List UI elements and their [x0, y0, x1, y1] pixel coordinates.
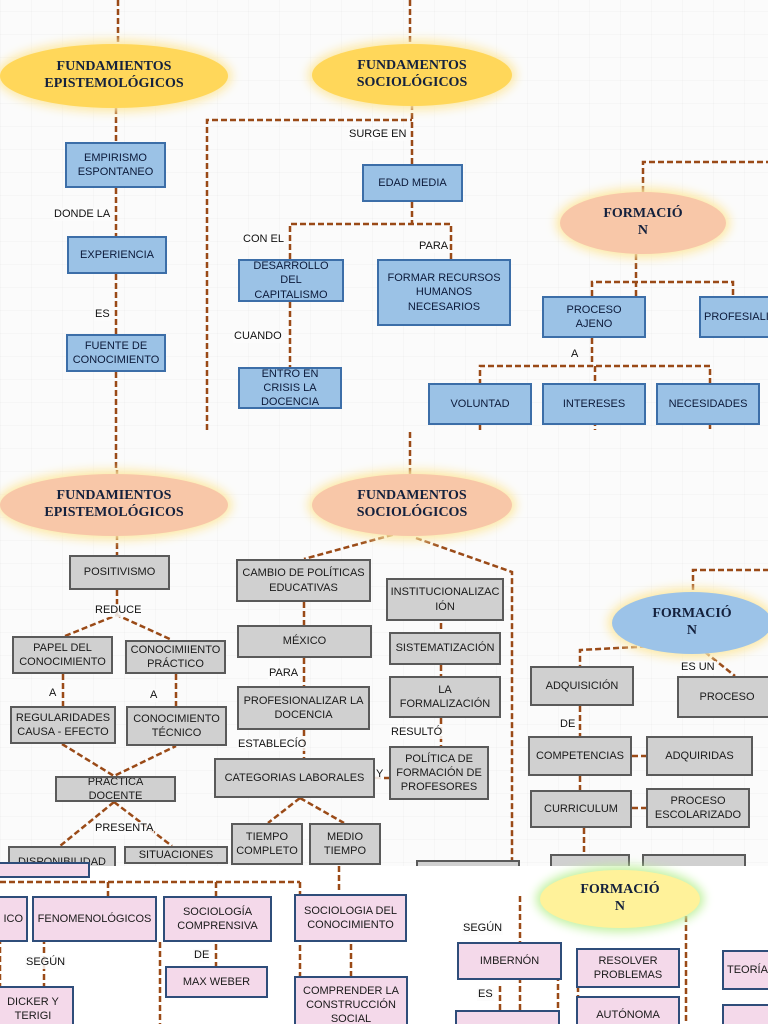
- node-situaciones: SITUACIONES: [124, 846, 228, 864]
- node-curriculum: CURRICULUM: [530, 790, 632, 828]
- node-papel-del-conocimiento: PAPEL DEL CONOCIMIENTO: [12, 636, 113, 674]
- node-teoria: TEORÍA: [722, 950, 768, 990]
- node-ico: ICO: [0, 896, 28, 942]
- node-institucionalizacion: INSTITUCIONALIZAC IÓN: [386, 578, 504, 621]
- node-edad-media: EDAD MEDIA: [362, 164, 463, 202]
- node-desarrollo-del-capitalismo: DESARROLLO DEL CAPITALISMO: [238, 259, 344, 302]
- node-cambio-de-politicas: CAMBIO DE POLÍTICAS EDUCATIVAS: [236, 559, 371, 602]
- node-sociologia-comprensiva: SOCIOLOGÍA COMPRENSIVA: [163, 896, 272, 942]
- sociological-foundations-ellipse: FUNDAMENTOS SOCIOLÓGICOS: [312, 44, 512, 106]
- node-categorias-laborales: CATEGORIAS LABORALES: [214, 758, 375, 798]
- node-competencias: COMPETENCIAS: [528, 736, 632, 776]
- node-max-weber: MAX WEBER: [165, 966, 268, 998]
- node-conocimiento-tecnico: CONOCIMIENTO TÉCNICO: [126, 706, 227, 746]
- label-para-2: PARA: [268, 667, 300, 680]
- label-y: Y: [375, 768, 385, 781]
- node-la-formalizacion: LA FORMALIZACIÓN: [389, 676, 501, 718]
- node-profesionalizar-la-docencia: PROFESIONALIZAR LA DOCENCIA: [237, 686, 370, 730]
- node-medio-tiempo: MEDIO TIEMPO: [309, 823, 381, 865]
- label-de: DE: [559, 718, 577, 731]
- label-cuando: CUANDO: [233, 330, 283, 343]
- epistemological-foundations-title-2: FUNDAMIENTOS EPISTEMOLÓGICOS: [44, 488, 184, 520]
- node-profesionalizacion: PROFESIALIZ: [699, 296, 768, 338]
- formacion-title-bottom: FORMACIÓ N: [580, 882, 660, 914]
- node-proceso-escolarizado: PROCESO ESCOLARIZADO: [646, 788, 750, 828]
- label-a: A: [570, 348, 580, 361]
- node-entro-en-crisis: ENTRO EN CRISIS LA DOCENCIA: [238, 367, 342, 409]
- node-adquiridas: ADQUIRIDAS: [646, 736, 753, 776]
- node-experiencia: EXPERIENCIA: [67, 236, 167, 274]
- node-positivismo: POSITIVISMO: [69, 555, 170, 590]
- formacion-ellipse-mid: FORMACIÓ N: [612, 592, 768, 654]
- epistemological-foundations-title: FUNDAMIENTOS EPISTEMOLÓGICOS: [44, 59, 184, 91]
- sociological-foundations-title-2: FUNDAMENTOS SOCIOLÓGICOS: [356, 488, 468, 520]
- label-a-2: A: [149, 689, 159, 702]
- label-surge-en: SURGE EN: [348, 128, 408, 141]
- label-segun-1: SEGÚN: [25, 956, 67, 969]
- node-proceso: PROCESO: [677, 676, 768, 718]
- node-imbernon: IMBERNÓN: [457, 942, 562, 980]
- label-resulto: RESULTÓ: [390, 726, 444, 739]
- node-resolver-problemas: RESOLVER PROBLEMAS: [576, 948, 680, 988]
- label-es-2: ES: [477, 988, 494, 1001]
- formacion-ellipse-top: FORMACIÓ N: [560, 192, 726, 254]
- node-politica-de-formacion: POLÍTICA DE FORMACIÓN DE PROFESORES: [389, 746, 489, 800]
- label-a-1: A: [48, 687, 58, 700]
- label-es-un: ES UN: [680, 661, 716, 674]
- label-segun-2: SEGÚN: [462, 922, 504, 935]
- sociological-foundations-title: FUNDAMENTOS SOCIOLÓGICOS: [356, 58, 468, 90]
- label-presenta: PRESENTA: [94, 822, 155, 835]
- node-comprender-la-construccion: COMPRENDER LA CONSTRUCCIÓN SOCIAL: [294, 976, 408, 1024]
- label-donde-la: DONDE LA: [53, 208, 112, 221]
- epistemological-foundations-ellipse: FUNDAMIENTOS EPISTEMOLÓGICOS: [0, 44, 228, 108]
- formacion-title-top: FORMACIÓ N: [603, 206, 683, 238]
- node-sistematizacion: SISTEMATIZACIÓN: [389, 632, 501, 665]
- node-necesidades: NECESIDADES: [656, 383, 760, 425]
- node-regularidades: REGULARIDADES CAUSA - EFECTO: [10, 706, 116, 744]
- node-autonoma: AUTÓNOMA: [576, 996, 680, 1024]
- label-establecio: ESTABLECÍO: [237, 738, 308, 751]
- sociological-foundations-ellipse-2: FUNDAMENTOS SOCIOLÓGICOS: [312, 474, 512, 536]
- node-voluntad: VOLUNTAD: [428, 383, 532, 425]
- node-conocimiento-practico: CONOCIMIIENTO PRÁCTICO: [125, 640, 226, 674]
- node-hidden-bottom-left: [455, 1010, 560, 1024]
- label-reduce: REDUCE: [94, 604, 143, 617]
- node-intereses: INTERESES: [542, 383, 646, 425]
- formacion-title-mid: FORMACIÓ N: [652, 606, 732, 638]
- label-para: PARA: [418, 240, 450, 253]
- label-es: ES: [94, 308, 111, 321]
- node-hidden-top-left: [0, 862, 90, 878]
- node-fuente-de-conocimiento: FUENTE DE CONOCIMIENTO: [66, 334, 166, 372]
- node-dicker-y-terigi: DICKER Y TERIGI: [0, 986, 74, 1024]
- node-adquisicion: ADQUISICIÓN: [530, 666, 634, 706]
- node-tiempo-completo: TIEMPO COMPLETO: [231, 823, 303, 865]
- node-empirismo-espontaneo: EMPIRISMO ESPONTANEO: [65, 142, 166, 188]
- node-hidden-bottom-right: [722, 1004, 768, 1024]
- node-formar-recursos-humanos: FORMAR RECURSOS HUMANOS NECESARIOS: [377, 259, 511, 326]
- node-practica-docente: PRÁCTICA DOCENTE: [55, 776, 176, 802]
- label-de-2: DE: [193, 949, 211, 962]
- node-sociologia-del-conocimiento: SOCIOLOGIA DEL CONOCIMIENTO: [294, 894, 407, 942]
- formacion-ellipse-bottom: FORMACIÓ N: [540, 870, 700, 928]
- epistemological-foundations-ellipse-2: FUNDAMIENTOS EPISTEMOLÓGICOS: [0, 474, 228, 536]
- node-fenomenologicos: FENOMENOLÓGICOS: [32, 896, 157, 942]
- node-mexico: MÉXICO: [237, 625, 372, 658]
- label-con-el: CON EL: [242, 233, 285, 246]
- node-proceso-ajeno: PROCESO AJENO: [542, 296, 646, 338]
